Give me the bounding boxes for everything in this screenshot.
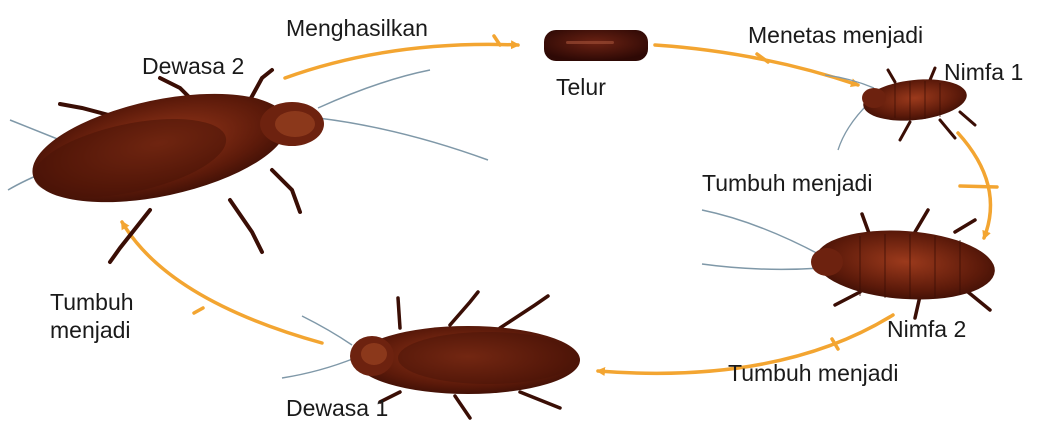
arrow-adult1-to-adult2 bbox=[122, 222, 322, 343]
stage-label-nymph1: Nimfa 1 bbox=[944, 61, 1023, 84]
egg-illustration bbox=[544, 30, 648, 61]
transition-label-adult2-to-egg: Menghasilkan bbox=[286, 17, 428, 40]
stage-label-egg: Telur bbox=[556, 76, 606, 99]
arrow-adult2-to-egg bbox=[285, 44, 518, 78]
stage-label-nymph2: Nimfa 2 bbox=[887, 318, 966, 341]
arrow-egg-to-nymph1 bbox=[655, 45, 858, 85]
transition-label-adult1-to-adult2: Tumbuh menjadi bbox=[50, 288, 134, 344]
stage-label-adult2: Dewasa 2 bbox=[142, 55, 244, 78]
transition-label-nymph2-to-adult1: Tumbuh menjadi bbox=[728, 362, 898, 385]
stage-label-adult1: Dewasa 1 bbox=[286, 397, 388, 420]
adult2-illustration bbox=[8, 70, 488, 262]
transition-label-nymph1-to-nymph2: Tumbuh menjadi bbox=[702, 172, 872, 195]
nymph2-illustration bbox=[702, 210, 997, 318]
transition-label-egg-to-nymph1: Menetas menjadi bbox=[748, 24, 923, 47]
